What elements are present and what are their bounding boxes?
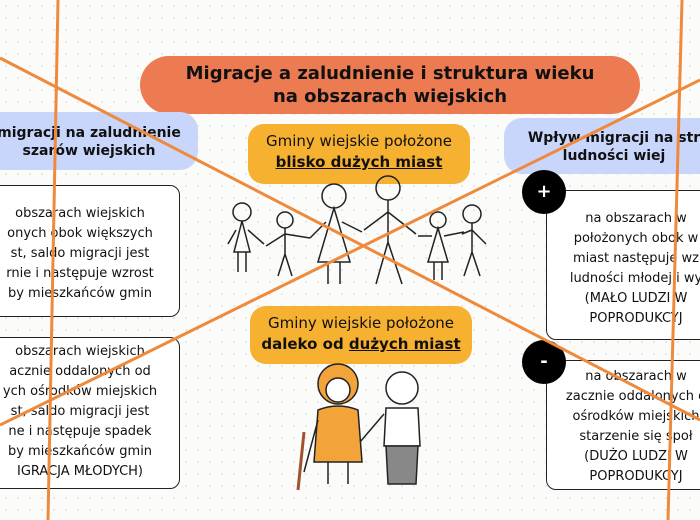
label-text: dużych miast [348,335,461,353]
text-line: onych obok większych [7,226,153,241]
text-line: obszarach wiejskich [15,206,145,221]
text-line: IGRACJA MŁODYCH) [17,464,143,479]
right-box-minus: na obszarach w zacznie oddalonych o ośro… [546,360,700,490]
title-line: Migracje a zaludnienie i struktura wieku [185,63,595,84]
right-box-plus: na obszarach w położonych obok w miast n… [546,190,700,340]
text-line: rnie i następuje wzrost [6,266,154,281]
text-line: POPRODUKCYJ [589,469,683,484]
person-icon [309,183,363,284]
elderly-couple-illustration [296,363,421,491]
left-header: migracji na zaludnienie szarów wiejskich [0,112,198,170]
label-text: daleko od [261,335,349,353]
family-illustration [227,175,487,285]
title-line: na obszarach wiejskich [272,86,508,107]
person-icon [227,202,265,272]
text-line: ne i następuje spadek [8,424,152,439]
right-header: Wpływ migracji na str ludności wiej [504,118,700,174]
text-line: miast następuje wz [572,251,699,266]
text-line: st, saldo migracji jest [10,246,150,261]
text-line: obszarach wiejskich [15,344,145,359]
person-icon [363,175,417,285]
person-icon [265,211,311,277]
label-far-cities: Gminy wiejskie położone daleko od dużych… [250,306,472,364]
label-line: Gminy wiejskie położone [268,314,454,332]
text-line: by mieszkańców gmin [7,444,153,459]
header-line: Wpływ migracji na str [527,130,700,146]
text-line: zacznie oddalonych o [565,389,700,404]
grandpa-icon [359,371,421,485]
text-line: (DUŻO LUDZI W [584,449,688,464]
text-line: na obszarach w [585,211,687,226]
left-box-near: obszarach wiejskich onych obok większych… [0,185,180,317]
text-line: ych ośrodków miejskich [2,384,158,399]
label-line: Gminy wiejskie położone [266,132,452,150]
header-line: szarów wiejskich [22,143,156,159]
person-icon [418,211,465,280]
person-icon [461,204,487,277]
text-line: starzenie się społ [579,429,693,444]
text-line: (MAŁO LUDZI W [584,291,688,306]
text-line: na obszarach w [585,369,687,384]
text-line: by mieszkańców gmin [7,286,153,301]
minus-icon: - [522,340,566,384]
text-line: acznie oddalonych od [9,364,151,379]
text-line: ośrodków miejskich [572,409,700,424]
text-line: położonych obok w [573,231,699,246]
text-line: ludności młodej i wy [569,271,700,286]
header-line: migracji na zaludnienie [0,125,181,141]
plus-icon: + [522,170,566,214]
text-line: st, saldo migracji jest [10,404,150,419]
grandma-icon [296,363,363,491]
label-line: blisko dużych miast [275,153,443,171]
header-line: ludności wiej [562,148,666,164]
page-title: Migracje a zaludnienie i struktura wieku… [140,56,640,114]
left-box-far: obszarach wiejskich acznie oddalonych od… [0,337,180,489]
text-line: POPRODUKCYJ [589,311,683,326]
